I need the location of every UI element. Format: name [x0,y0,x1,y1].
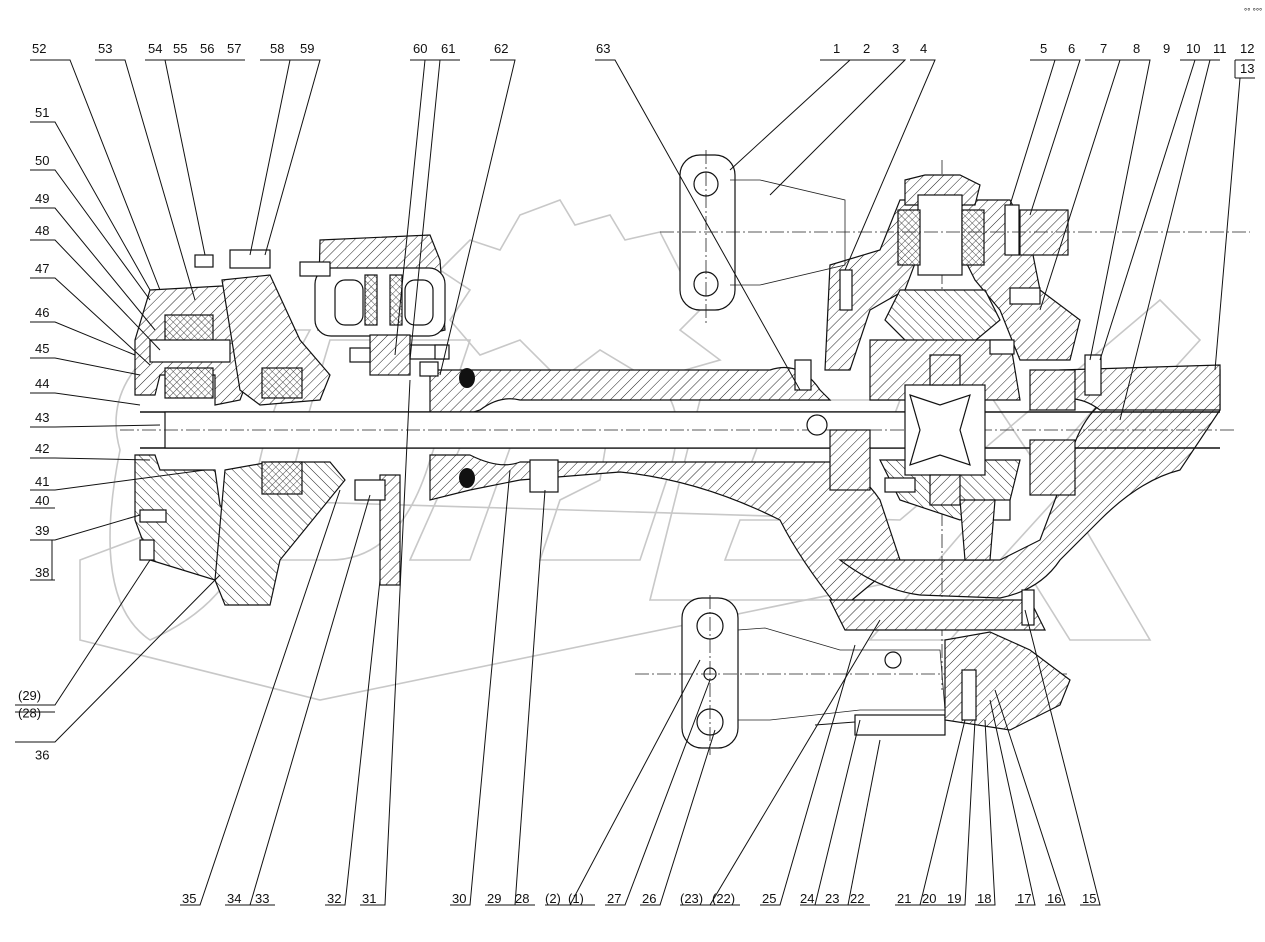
label-left-50: 50 [35,153,49,168]
label-left-45: 45 [35,341,49,356]
upper-shaft [660,150,1250,325]
label-left-40: 40 [35,493,49,508]
brake-assembly [299,234,559,586]
label-left-29: (29) [18,688,41,703]
label-top-2: 2 [863,41,870,56]
label-top-1: 1 [833,41,840,56]
label-top-11: 11 [1213,41,1227,56]
label-bottom-22p: (22) [712,891,735,906]
label-top-4: 4 [920,41,927,56]
label-bottom-1p: (1) [568,891,584,906]
label-bottom-23: 23 [825,891,839,906]
label-top-62: 62 [494,41,508,56]
lower-shaft [635,589,1071,755]
label-top-58: 58 [270,41,284,56]
label-top-56: 56 [200,41,214,56]
wheel-hub [134,249,439,606]
label-left-48: 48 [35,223,49,238]
label-left-43: 43 [35,410,49,425]
label-bottom-18: 18 [977,891,991,906]
label-top-3: 3 [892,41,899,56]
label-left-42: 42 [35,441,49,456]
label-top-63: 63 [596,41,610,56]
label-bottom-27: 27 [607,891,621,906]
label-bottom-29: 29 [487,891,501,906]
label-left-39: 39 [35,523,49,538]
label-top-61: 61 [441,41,455,56]
label-top-8: 8 [1133,41,1140,56]
label-top-5: 5 [1040,41,1047,56]
label-bottom-19: 19 [947,891,961,906]
label-top-54: 54 [148,41,162,56]
label-top-10: 10 [1186,41,1200,56]
label-left-47: 47 [35,261,49,276]
label-top-59: 59 [300,41,314,56]
label-left-49: 49 [35,191,49,206]
leader-lines [15,59,1255,906]
label-top-60: 60 [413,41,427,56]
label-bottom-34: 34 [227,891,241,906]
label-top-52: 52 [32,41,46,56]
label-bottom-28: 28 [515,891,529,906]
label-top-6: 6 [1068,41,1075,56]
label-bottom-26: 26 [642,891,656,906]
label-left-44: 44 [35,376,49,391]
label-bottom-20: 20 [922,891,936,906]
label-bottom-15: 15 [1082,891,1096,906]
label-bottom-23p: (23) [680,891,703,906]
label-top-9: 9 [1163,41,1170,56]
callout-labels: 52 53 54 55 56 57 58 59 60 61 62 63 1 2 … [18,41,1254,906]
label-top-57: 57 [227,41,241,56]
label-left-36: 36 [35,748,49,763]
label-bottom-31: 31 [362,891,376,906]
label-bottom-16: 16 [1047,891,1061,906]
label-bottom-24: 24 [800,891,814,906]
label-top-7: 7 [1100,41,1107,56]
label-top-13: 13 [1240,61,1254,76]
label-bottom-33: 33 [255,891,269,906]
label-top-53: 53 [98,41,112,56]
label-bottom-22: 22 [850,891,864,906]
label-left-38: 38 [35,565,49,580]
label-bottom-2p: (2) [545,891,561,906]
label-top-55: 55 [173,41,187,56]
label-bottom-30: 30 [452,891,466,906]
label-bottom-32: 32 [327,891,341,906]
label-left-28: (28) [18,706,41,721]
differential [794,174,1102,561]
label-left-46: 46 [35,305,49,320]
label-top-12: 12 [1240,41,1254,56]
label-bottom-25: 25 [762,891,776,906]
label-bottom-35: 35 [182,891,196,906]
label-left-41: 41 [35,474,49,489]
label-bottom-21: 21 [897,891,911,906]
corner-mark: °° °°° [1244,7,1262,16]
label-bottom-17: 17 [1017,891,1031,906]
label-left-51: 51 [35,105,49,120]
